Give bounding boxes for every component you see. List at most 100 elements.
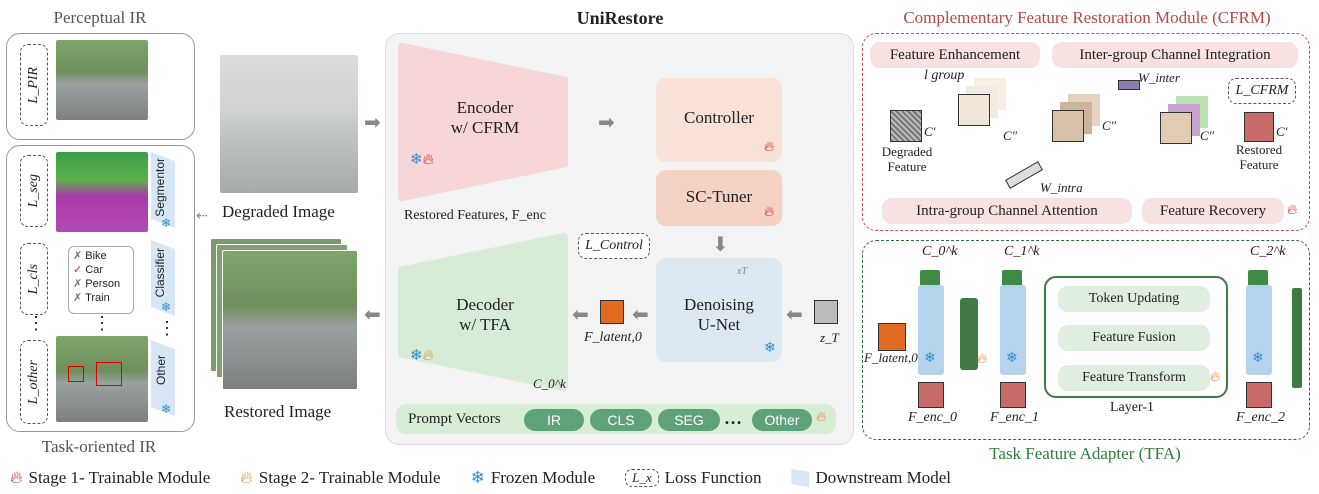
integrated-cubes (1160, 112, 1192, 144)
tfa-fusion-bar-2 (1292, 288, 1302, 388)
tfa-c0-token (920, 270, 940, 286)
tfa-latent-label: F_latent,0 (864, 350, 918, 365)
degraded-feature-label: Degraded Feature (881, 144, 933, 174)
legend-loss-box: L_x (625, 469, 659, 487)
sc-tuner-flame-icon: 🔥︎ (764, 205, 775, 220)
arrow-unet-latent: ⬅ (632, 302, 649, 326)
loss-pir-box: L_PIR (20, 44, 48, 126)
tfa-latent-cube (878, 323, 906, 351)
inter-group-pill: Inter-group Channel Integration (1052, 42, 1298, 68)
prompt-ellipsis: … (724, 408, 742, 428)
dots-left: ⋮ (27, 313, 45, 333)
segmentor-model (151, 152, 175, 228)
c-dprime-1: C″ (1003, 128, 1018, 143)
arrow-encoder-controller: ➡ (598, 110, 615, 134)
tfa-enc1-cube (1000, 382, 1026, 408)
feature-enhancement-pill: Feature Enhancement (870, 42, 1040, 68)
encoder-snow-icon: ❄🔥︎ (410, 152, 434, 168)
l-group-label: l group (924, 68, 965, 83)
other-label: Other (154, 355, 168, 386)
tfa-title: Task Feature Adapter (TFA) (989, 444, 1181, 463)
arrow-tuner-unet: ⬇ (712, 232, 729, 256)
loss-cls-box: L_cls (20, 243, 48, 315)
arrow-input: ➡ (364, 110, 381, 134)
decoder-label: Decoder w/ TFA (456, 295, 514, 334)
prompt-cls: CLS (590, 409, 652, 431)
tfa-layer2-block (1246, 285, 1272, 375)
group-cubes-1 (958, 94, 990, 126)
arrow-output: ⬅ (364, 302, 381, 326)
tfa-enc2-label: F_enc_2 (1236, 410, 1285, 425)
other-snow-icon: ❄ (161, 402, 172, 416)
degraded-feature-cube (890, 110, 922, 142)
degraded-image (220, 55, 358, 193)
legend-stage2: Stage 2- Trainable Module (258, 468, 441, 487)
unet-block (656, 258, 782, 362)
w-inter-bar (1118, 80, 1140, 90)
w-intra-label: W_intra (1040, 180, 1083, 195)
unirestore-title: UniRestore (576, 8, 664, 28)
tfa-enc0-label: F_enc_0 (908, 410, 957, 425)
prompt-ir: IR (524, 409, 584, 431)
classifier-label: Classifier (153, 248, 167, 298)
loss-seg-box: L_seg (20, 155, 48, 227)
dots-right: ⋮ (158, 318, 176, 338)
classifier-model (151, 240, 175, 316)
z-t-cube (814, 300, 838, 324)
tfa-fusion-bar-1 (960, 298, 978, 370)
f-latent-label: F_latent,0 (584, 330, 642, 345)
loss-control-box: L_Control (578, 233, 650, 259)
controller-label: Controller (684, 108, 754, 127)
controller-flame-icon: 🔥︎ (764, 140, 775, 155)
restored-features-label: Restored Features, F_enc (404, 208, 546, 223)
class-item-person: ✗ Person (73, 278, 121, 290)
legend: 🔥︎ Stage 1- Trainable Module 🔥︎ Stage 2-… (10, 466, 1310, 490)
c-dprime-3: C″ (1200, 128, 1215, 143)
tfa-layer1-snow-icon: ❄ (1006, 351, 1018, 366)
f-latent-cube (600, 300, 624, 324)
tfa-transform-flame-icon: 🔥︎ (1210, 370, 1221, 385)
feature-recovery-pill: Feature Recovery (1142, 198, 1284, 224)
w-inter-label: W_inter (1138, 70, 1180, 85)
tfa-panel (862, 240, 1310, 440)
unet-snow-icon: ❄ (764, 341, 776, 356)
tfa-layer0-snow-icon: ❄ (924, 351, 936, 366)
restored-feature-cube (1244, 112, 1274, 142)
legend-frozen: Frozen Module (490, 468, 596, 487)
loss-cfrm-box: L_CFRM (1228, 78, 1296, 104)
class-item-train: ✗ Train (73, 292, 110, 304)
legend-stage1: Stage 1- Trainable Module (28, 468, 211, 487)
other-model (151, 340, 175, 416)
perceptual-ir-title: Perceptual IR (53, 8, 147, 27)
stage2-flame-icon: 🔥︎ (240, 468, 253, 487)
tfa-layer0-block (918, 285, 944, 375)
tfa-c1-token (1002, 270, 1022, 286)
tfa-fusion-flame-icon: 🔥︎ (977, 352, 988, 367)
controller-block (656, 78, 782, 162)
classifier-snow-icon: ❄ (161, 300, 172, 314)
class-item-car: ✓ Car (73, 264, 104, 276)
cfrm-title: Complementary Feature Restoration Module… (903, 8, 1271, 27)
sc-tuner-block (656, 170, 782, 226)
prompt-label: Prompt Vectors (408, 411, 501, 427)
tfa-c2-label: C_2^k (1250, 244, 1286, 259)
c0k-label: C_0^k (533, 376, 566, 391)
group-cubes-2 (1052, 110, 1084, 142)
class-item-bike: ✗ Bike (73, 250, 107, 262)
feature-fusion-pill: Feature Fusion (1058, 325, 1210, 351)
unet-xt-label: xT (737, 266, 747, 277)
tfa-c2-token (1248, 270, 1268, 286)
unet-label: Denoising U-Net (684, 295, 754, 334)
detection-image (56, 336, 148, 422)
decoder-icons: ❄🔥︎ (410, 348, 434, 364)
dots-mid: ⋮ (93, 313, 111, 333)
prompt-other: Other (752, 409, 812, 431)
prompt-flame-icon: 🔥︎ (816, 410, 827, 425)
degraded-image-label: Degraded Image (222, 202, 335, 221)
sc-tuner-label: SC-Tuner (685, 187, 753, 206)
arrow-left-panel-1: ⇠ (196, 208, 208, 224)
tfa-layer2-snow-icon: ❄ (1252, 351, 1264, 366)
segmentor-snow-icon: ❄ (161, 216, 172, 230)
tfa-enc0-cube (918, 382, 944, 408)
arrow-zt-unet: ⬅ (786, 302, 803, 326)
